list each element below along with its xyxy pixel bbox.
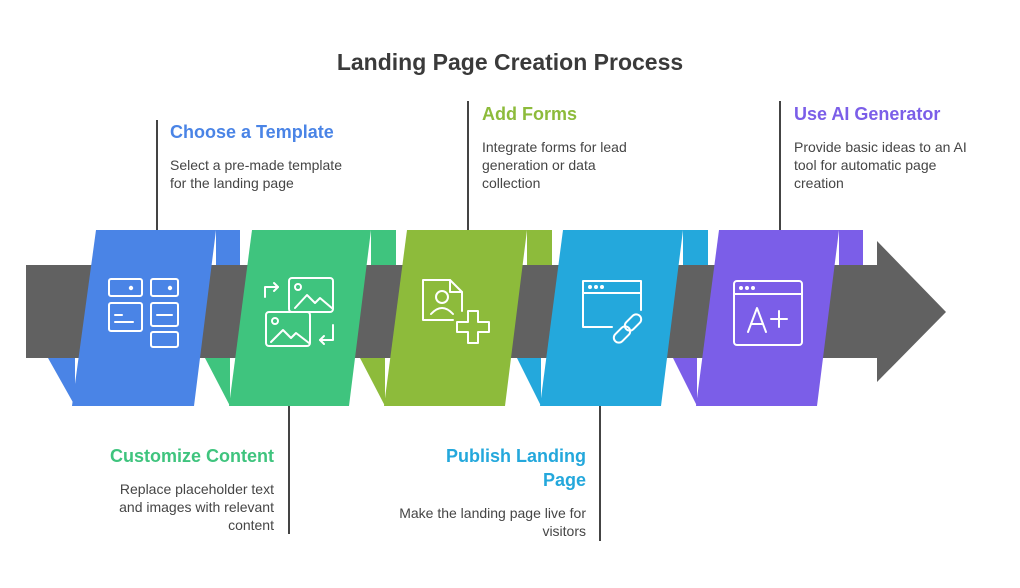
fold-top-4 (683, 230, 708, 265)
ai-text-window-icon (733, 280, 803, 346)
user-form-add-icon (422, 279, 490, 344)
step-panel-5 (696, 230, 839, 406)
step-desc-3: Integrate forms for lead generation or d… (482, 139, 627, 191)
template-layout-icon (108, 278, 179, 348)
step-title-3: Add Forms (482, 104, 578, 124)
fold-top-5 (839, 230, 863, 265)
process-arrowhead (877, 241, 946, 382)
step-title-5: Use AI Generator (794, 104, 941, 124)
diagram-title: Landing Page Creation Process (336, 49, 684, 75)
fold-top-2 (371, 230, 396, 265)
fold-bottom-3 (360, 358, 385, 406)
fold-bottom-1 (48, 358, 75, 406)
step-panel-1 (72, 230, 216, 406)
step-desc-4: Make the landing page live for visitors (399, 505, 586, 539)
fold-top-1 (216, 230, 240, 265)
step-title-4: Publish Landing Page (446, 446, 586, 490)
step-desc-1: Select a pre-made template for the landi… (170, 157, 342, 191)
step-desc-2: Replace placeholder text and images with… (119, 481, 274, 533)
fold-bottom-2 (205, 358, 230, 406)
step-title-1: Choose a Template (170, 122, 334, 142)
step-title-2: Customize Content (110, 446, 274, 466)
step-panel-2 (229, 230, 371, 406)
step-panel-3 (384, 230, 527, 406)
image-swap-icon (264, 277, 334, 347)
fold-bottom-5 (673, 358, 697, 406)
fold-top-3 (527, 230, 552, 265)
step-panel-4 (540, 230, 683, 406)
step-desc-5: Provide basic ideas to an AI tool for au… (794, 139, 967, 191)
browser-link-icon (582, 280, 643, 344)
fold-bottom-4 (517, 358, 541, 406)
